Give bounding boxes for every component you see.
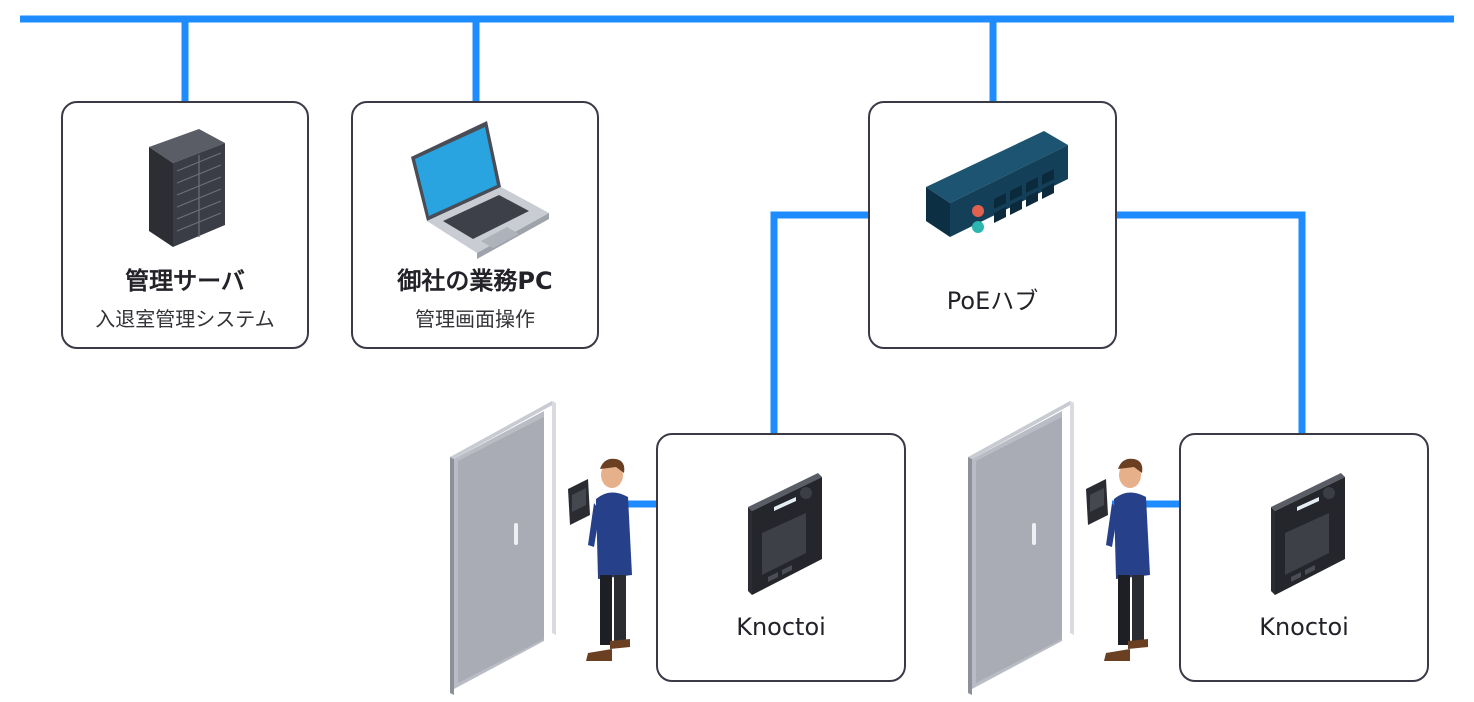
wall-reader-icon <box>568 479 590 525</box>
laptop-icon <box>411 121 549 259</box>
server-title: 管理サーバ <box>125 267 245 295</box>
poe-hub-node: PoEハブ <box>868 101 1117 349</box>
knoctoi-node-2: Knoctoi <box>1179 433 1429 682</box>
hub-to-device2-line <box>1117 211 1306 434</box>
person-icon <box>1104 458 1150 661</box>
access-terminal-icon <box>748 473 822 595</box>
server-node: 管理サーバ 入退室管理システム <box>61 101 309 349</box>
door-scene-1 <box>450 401 632 695</box>
person-icon <box>586 458 632 661</box>
pc-node: 御社の業務PC 管理画面操作 <box>351 101 599 349</box>
hub-to-device1-line <box>770 211 868 434</box>
pc-title: 御社の業務PC <box>397 267 553 295</box>
network-switch-icon <box>926 131 1068 237</box>
knoctoi-node-1: Knoctoi <box>656 433 906 682</box>
server-subtitle: 入退室管理システム <box>95 307 275 331</box>
pc-subtitle: 管理画面操作 <box>415 307 535 331</box>
door-icon <box>450 401 556 695</box>
server-rack-icon <box>149 129 225 247</box>
device1-title: Knoctoi <box>736 613 826 641</box>
device2-title: Knoctoi <box>1259 613 1349 641</box>
door-icon <box>968 401 1074 695</box>
door-scene-2 <box>968 401 1150 695</box>
wall-reader-icon <box>1086 479 1108 525</box>
hub-title: PoEハブ <box>946 287 1039 315</box>
access-terminal-icon <box>1271 473 1345 595</box>
